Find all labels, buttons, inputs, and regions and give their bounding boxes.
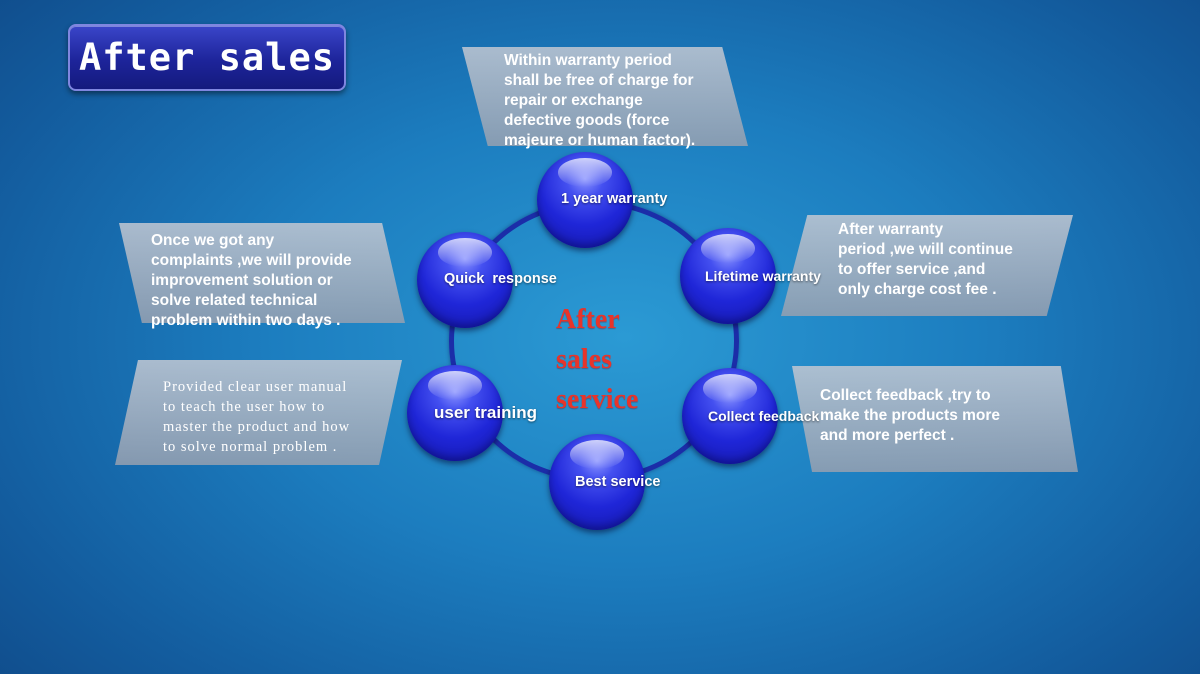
note-line: shall be free of charge for <box>504 72 694 89</box>
note-text: Collect feedback ,try to make the produc… <box>820 386 1000 446</box>
note-line: problem within two days . <box>151 312 341 329</box>
note-panel <box>781 215 1073 316</box>
note-text: After warranty period ,we will continue … <box>838 220 1013 300</box>
note-panel <box>792 366 1078 472</box>
note-line: complaints ,we will provide <box>151 252 352 269</box>
note-line: only charge cost fee . <box>838 281 997 298</box>
note-line: solve related technical <box>151 292 318 309</box>
center-title: After sales service <box>556 300 638 420</box>
note-line: majeure or human factor). <box>504 132 696 149</box>
node-circle-lifetime-warranty <box>680 228 776 324</box>
page-title: After sales <box>68 24 346 91</box>
note-line: make the products more <box>820 407 1001 424</box>
center-line: After <box>556 304 620 335</box>
note-line: master the product and how <box>163 419 351 435</box>
note-line: Within warranty period <box>504 52 672 69</box>
note-line: to solve normal problem . <box>163 439 338 455</box>
node-circle-quick-response <box>417 232 513 328</box>
note-line: Provided clear user manual <box>163 379 348 395</box>
note-text: Provided clear user manual to teach the … <box>163 377 350 457</box>
note-line: improvement solution or <box>151 272 333 289</box>
center-line: sales <box>556 344 612 375</box>
node-label-collect-feedback: Collect feedback <box>708 408 820 424</box>
note-text: Once we got any complaints ,we will prov… <box>151 231 352 331</box>
note-line: and more perfect . <box>820 427 955 444</box>
note-line: repair or exchange <box>504 92 643 109</box>
node-label-best-service: Best service <box>575 474 661 490</box>
node-circle-collect-feedback <box>682 368 778 464</box>
note-line: defective goods (force <box>504 112 670 129</box>
node-circle-user-training <box>407 365 503 461</box>
node-label-1-year-warranty: 1 year warranty <box>561 191 668 207</box>
note-collect-feedback: Collect feedback ,try to make the produc… <box>792 366 1078 472</box>
node-circle-1-year-warranty <box>537 152 633 248</box>
note-line: Collect feedback ,try to <box>820 387 991 404</box>
note-text: Within warranty period shall be free of … <box>504 51 695 151</box>
node-label-user-training: user training <box>434 403 537 422</box>
note-panel <box>119 223 405 323</box>
note-line: Once we got any <box>151 232 275 249</box>
note-panel <box>462 47 748 146</box>
note-warranty-period: Within warranty period shall be free of … <box>462 47 748 149</box>
note-line: period ,we will continue <box>838 241 1013 258</box>
note-line: After warranty <box>838 221 944 238</box>
note-line: to teach the user how to <box>163 399 326 415</box>
node-label-lifetime-warranty: Lifetime warranty <box>705 268 821 284</box>
node-circle-best-service <box>549 434 645 530</box>
note-quick-response: Once we got any complaints ,we will prov… <box>119 223 405 329</box>
note-lifetime-warranty: After warranty period ,we will continue … <box>781 215 1073 316</box>
center-line: service <box>556 384 639 415</box>
note-user-training: Provided clear user manual to teach the … <box>115 360 402 465</box>
note-line: to offer service ,and <box>838 261 986 278</box>
node-label-quick-response: Quick response <box>444 271 557 287</box>
note-panel <box>115 360 402 465</box>
